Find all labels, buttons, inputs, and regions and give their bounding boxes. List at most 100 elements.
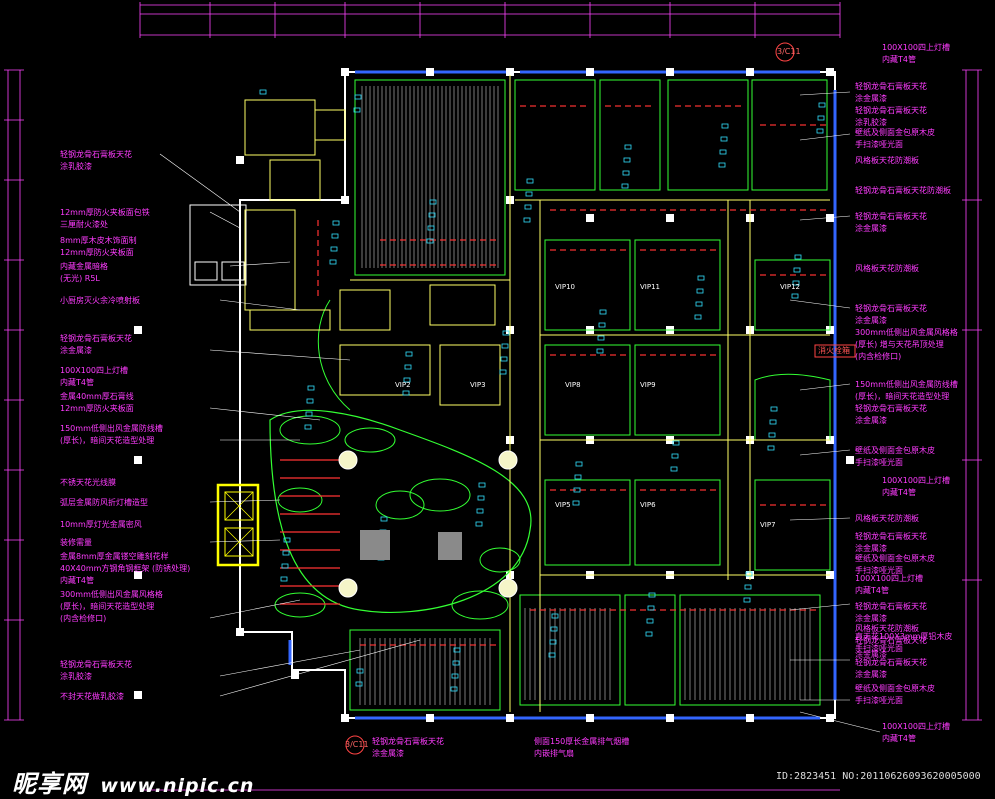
right-note: 涂金属漆 [855,94,887,103]
bottom-note: 内嵌排气扇 [534,749,574,758]
column [826,68,834,76]
right-note: 150mm低侧出风金属防线槽 [855,380,958,389]
fixture-mark [353,107,361,113]
fixture-mark [549,639,557,645]
fixture-mark [816,128,824,134]
right-note: 涂乳胶漆 [855,118,887,127]
leader-line [209,499,281,503]
left-note: 轻钢龙骨石膏板天花 [60,334,132,343]
column [746,68,754,76]
right-note: 手扫漆哑光面 [855,458,903,467]
leader-line [209,407,321,421]
left-note: 40X40mm方钢角钢框架 (防锈处理) [60,564,191,573]
right-note: 轻钢龙骨石膏板天花 [855,636,927,645]
fixture-mark [501,343,509,349]
fixture-mark [622,170,630,176]
stamp-label: 消火栓箱 [818,346,850,355]
right-note: 100X100四上灯槽 [855,574,924,583]
fixture-mark [499,369,507,375]
fixture-mark [696,288,704,294]
column [666,714,674,722]
left-note: 金属8mm厚金属镂空雕刻花样 [60,552,169,561]
column [846,456,854,464]
right-note: 手扫漆哑光面 [855,140,903,149]
fixture-mark [791,293,799,299]
outer-walls [189,71,836,719]
column [341,714,349,722]
section-mark-bottom: 3/C11 [345,740,369,749]
left-note: 150mm低侧出风金属防线槽 [60,424,163,433]
fixture-mark [282,550,290,556]
ceiling-zones [269,79,831,711]
left-note: 8mm厚木皮木饰面制 [60,236,137,245]
annotation-leaders [159,91,881,733]
right-note: 涂金属漆 [855,614,887,623]
right-note: 内藏T4管 [882,488,916,497]
fixture-mark [770,406,778,412]
fixture-mark [648,592,656,598]
column [746,714,754,722]
fixture-mark [452,660,460,666]
fixture-mark [743,597,751,603]
fixture-mark [451,673,459,679]
fixture-mark [623,157,631,163]
column [426,714,434,722]
fixture-mark [281,563,289,569]
leader-line [799,711,881,733]
fixture-mark [697,275,705,281]
column [586,714,594,722]
leader-line [799,449,851,456]
fixture-mark [794,254,802,260]
fixture-mark [403,377,411,383]
room-label: VIP10 [555,283,575,291]
equipment-blocks [360,530,462,560]
fixture-mark [429,199,437,205]
fixture-mark [720,136,728,142]
fixture-mark [695,301,703,307]
fixture-mark [428,212,436,218]
fixture-mark [476,508,484,514]
room-label: VIP5 [555,501,571,509]
fixture-mark [305,411,313,417]
fixture-mark [721,123,729,129]
column [134,326,142,334]
leader-line [799,91,851,96]
right-note: 壁纸及侧面金包原木皮 [855,446,935,455]
right-note: 轻钢龙骨石膏板天花 [855,212,927,221]
column [426,68,434,76]
fire-hydrant-stamp [814,344,856,358]
section-mark-top: 3/C11 [777,47,801,56]
left-note: 100X100四上灯槽 [60,366,129,375]
left-dimension-lines [4,69,24,721]
fixture-mark [307,385,315,391]
round-lights [338,450,518,598]
left-note: 12mm厚防火夹板面 [60,248,134,257]
fixture-mark [402,390,410,396]
room-label: VIP12 [780,283,800,291]
bottom-note: 涂金属漆 [372,749,404,758]
left-note: 内藏金属暗格 [60,262,108,271]
partitions [244,75,830,712]
leader-line [159,153,241,213]
fixture-mark [478,482,486,488]
fixture-mark [599,309,607,315]
leader-line [219,639,421,697]
right-note: 轻钢龙骨石膏板天花 [855,304,927,313]
fixture-mark [694,314,702,320]
fixture-mark [502,330,510,336]
fixture-mark [817,115,825,121]
fixture-mark [356,668,364,674]
room-label: VIP6 [640,501,656,509]
left-note: 涂金属漆 [60,346,92,355]
column [826,214,834,222]
fixture-mark [548,652,556,658]
leader-line [799,383,851,391]
leader-line [219,299,301,311]
column [506,68,514,76]
fixture-mark [404,364,412,370]
column [341,196,349,204]
right-note: (厚长)，暗间天花造型处理 [855,392,950,401]
fixture-mark [475,521,483,527]
fixture-mark [306,398,314,404]
left-note: 涂乳胶漆 [60,162,92,171]
